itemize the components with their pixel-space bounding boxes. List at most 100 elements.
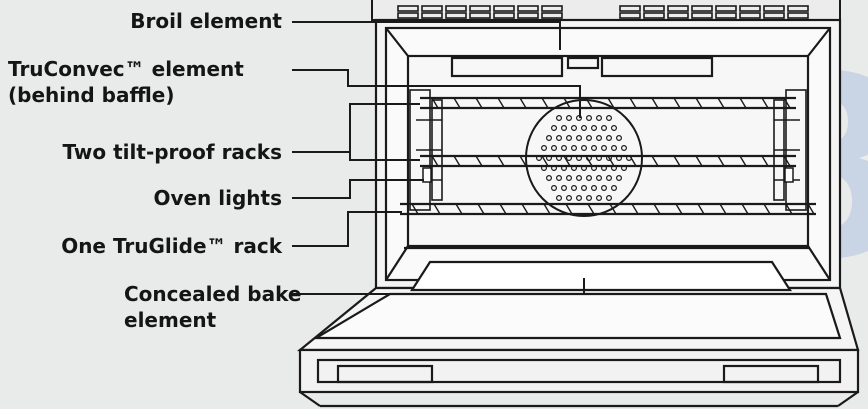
baffle-hole: [575, 135, 582, 142]
rack-rung: [433, 203, 441, 215]
baffle-hole: [545, 175, 552, 182]
rack-rung: [475, 155, 483, 167]
bake-element-text-line2: element: [124, 308, 217, 332]
rack-rung: [631, 203, 639, 215]
baffle-hole: [555, 135, 562, 142]
baffle-hole: [600, 185, 607, 192]
baffle-hole: [605, 135, 612, 142]
baffle-hole: [585, 175, 592, 182]
rack-rung: [783, 97, 791, 109]
rack-rung: [761, 155, 769, 167]
baffle-hole: [560, 145, 567, 152]
rack-rung: [761, 97, 769, 109]
bake-element-text-line1: Concealed bake: [124, 282, 302, 306]
leader-bake: [292, 278, 585, 295]
rack-rung: [739, 97, 747, 109]
rack-rung: [565, 203, 573, 215]
baffle-hole: [570, 145, 577, 152]
rack-rung: [519, 97, 527, 109]
rack-rung: [585, 155, 593, 167]
rack-rung: [675, 203, 683, 215]
rack-rung: [453, 97, 461, 109]
oven-lights-text: Oven lights: [153, 186, 282, 210]
label-broil-element: Broil element: [130, 8, 282, 34]
rack-rung: [455, 203, 463, 215]
baffle-hole: [585, 135, 592, 142]
baffle-hole: [595, 175, 602, 182]
leader-lines: [292, 21, 585, 295]
rack-rung: [783, 155, 791, 167]
truconvec-text-line1: TruConvec™ element: [8, 57, 244, 81]
baffle-hole: [575, 195, 582, 202]
rack-rung: [607, 155, 615, 167]
rack-rung: [763, 203, 771, 215]
truconvec-text-line2: (behind baffle): [8, 83, 175, 107]
label-tilt-proof-racks: Two tilt-proof racks: [62, 139, 282, 165]
rack-rung: [563, 155, 571, 167]
rack-rung: [453, 155, 461, 167]
rack-rung: [607, 97, 615, 109]
rack-rung: [695, 155, 703, 167]
baffle-hole: [550, 145, 557, 152]
baffle-hole: [590, 145, 597, 152]
rack-rung: [431, 155, 439, 167]
baffle-hole: [595, 135, 602, 142]
label-bake-element: Concealed bake element: [124, 281, 301, 333]
baffle-hole: [575, 175, 582, 182]
oven-racks: [400, 96, 816, 216]
baffle-hole: [585, 195, 592, 202]
baffle-hole: [615, 175, 622, 182]
rack-rung: [563, 97, 571, 109]
rack-rung: [673, 155, 681, 167]
baffle-hole: [560, 124, 567, 131]
baffle-hole: [610, 185, 617, 192]
rack-rung: [475, 97, 483, 109]
baffle-hole: [550, 185, 557, 192]
baffle-hole: [610, 124, 617, 131]
baffle-hole: [615, 135, 622, 142]
rack-rung: [411, 203, 419, 215]
label-truglide-rack: One TruGlide™ rack: [61, 233, 282, 259]
rack-rung: [477, 203, 485, 215]
tilt-proof-racks-text: Two tilt-proof racks: [62, 140, 282, 164]
leader-truconvec: [292, 69, 581, 118]
baffle-hole: [580, 124, 587, 131]
rack-rung: [653, 203, 661, 215]
oven-door: [296, 246, 860, 408]
baffle-hole: [565, 175, 572, 182]
baffle-hole: [560, 185, 567, 192]
baffle-hole: [570, 124, 577, 131]
rack-rung: [695, 97, 703, 109]
baffle-hole: [555, 175, 562, 182]
rack-rung: [541, 97, 549, 109]
baffle-hole: [605, 195, 612, 202]
rack-rung: [651, 155, 659, 167]
rack-rung: [497, 155, 505, 167]
baffle-hole: [565, 195, 572, 202]
baffle-hole: [595, 195, 602, 202]
baffle-hole: [545, 135, 552, 142]
rack-rung: [739, 155, 747, 167]
baffle-hole: [555, 195, 562, 202]
rack-rung: [543, 203, 551, 215]
baffle-hole: [590, 124, 597, 131]
leader-truglide: [292, 211, 402, 247]
baffle-hole: [540, 145, 547, 152]
baffle-hole: [620, 145, 627, 152]
rack-rung: [497, 97, 505, 109]
rack-rung: [719, 203, 727, 215]
baffle-hole: [595, 114, 602, 121]
rack-rung: [521, 203, 529, 215]
baffle-hole: [585, 114, 592, 121]
baffle-hole: [555, 114, 562, 121]
rack-rung: [717, 97, 725, 109]
truglide-rack-text: One TruGlide™ rack: [61, 234, 282, 258]
baffle-hole: [550, 124, 557, 131]
oven-lights: [422, 167, 794, 183]
baffle-hole: [580, 185, 587, 192]
rack-rung: [541, 155, 549, 167]
rack-rung: [585, 97, 593, 109]
rack-rung: [587, 203, 595, 215]
leader-racks: [292, 103, 420, 161]
